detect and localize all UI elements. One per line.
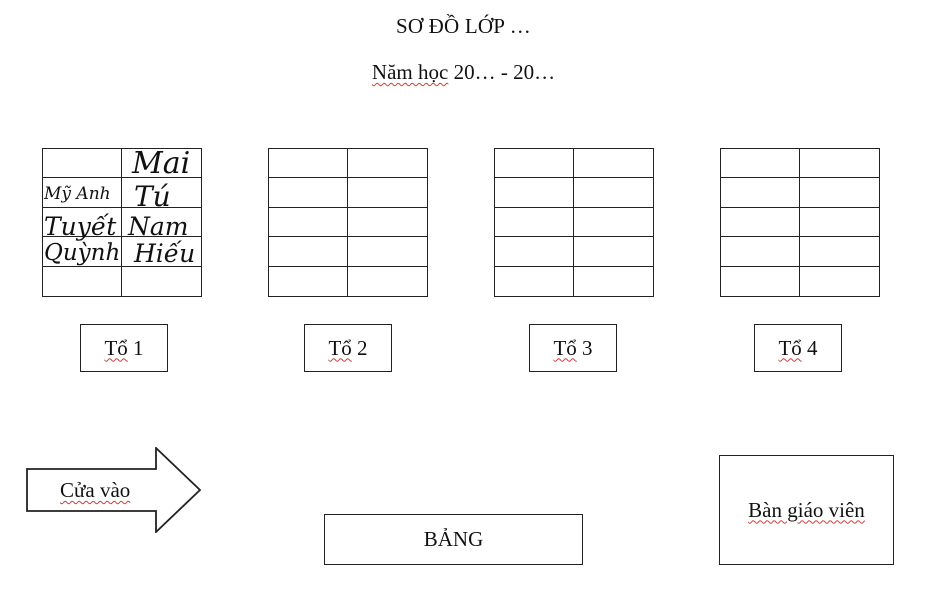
entrance-arrow-icon	[26, 447, 202, 533]
teacher-desk-label: Bàn giáo viên	[748, 497, 865, 522]
student-name: Mai	[132, 146, 191, 182]
student-name: Mỹ Anh	[44, 183, 111, 204]
seat	[800, 267, 879, 296]
group-label-word: Tổ	[553, 335, 577, 360]
student-name: Tuyết	[44, 212, 117, 242]
seat	[800, 208, 879, 238]
seat: Nam	[122, 208, 201, 242]
board-label: BẢNG	[423, 527, 484, 551]
seat	[348, 208, 427, 238]
seat	[800, 149, 879, 179]
seat	[574, 267, 653, 296]
seat	[43, 266, 122, 296]
group-1-seating-grid: Mai Mỹ Anh Tú Tuyết Nam Quỳnh Hiếu	[42, 148, 202, 297]
entrance-label: Cửa vào	[60, 478, 131, 502]
group-4-seating-grid	[720, 148, 880, 297]
group-label-number: 2	[351, 335, 368, 360]
seat	[269, 207, 348, 238]
seat	[800, 237, 879, 267]
seat	[495, 149, 574, 179]
group-2-seating-grid	[268, 148, 428, 297]
group-label-word: Tổ	[778, 335, 802, 360]
page-title: SƠ ĐỒ LỚP …	[395, 14, 532, 38]
group-label-number: 1	[127, 335, 144, 360]
school-year-label: Năm học	[371, 60, 449, 84]
student-name: Hiếu	[134, 238, 196, 268]
group-2-label: Tổ 2	[304, 324, 392, 372]
group-4-label: Tổ 4	[754, 324, 842, 372]
seat	[800, 178, 879, 208]
seat	[721, 149, 800, 179]
seat	[721, 178, 800, 208]
seat	[43, 149, 122, 179]
board: BẢNG	[324, 514, 583, 565]
seat	[348, 267, 427, 296]
seat	[269, 266, 348, 296]
seat	[495, 266, 574, 296]
seat	[269, 237, 348, 267]
seat	[348, 149, 427, 179]
seat	[348, 178, 427, 208]
group-label-number: 3	[576, 335, 593, 360]
student-name: Tú	[134, 179, 171, 213]
group-label-number: 4	[801, 335, 818, 360]
group-3-seating-grid	[494, 148, 654, 297]
seat	[574, 208, 653, 238]
group-1-label: Tổ 1	[80, 324, 168, 372]
group-3-label: Tổ 3	[529, 324, 617, 372]
seat: Tú	[122, 178, 201, 210]
seat	[574, 178, 653, 208]
seat	[269, 178, 348, 208]
seat	[495, 178, 574, 208]
seat	[269, 149, 348, 179]
seat	[721, 207, 800, 238]
seat	[495, 207, 574, 238]
student-name: Quỳnh	[44, 239, 121, 266]
seat	[495, 237, 574, 267]
school-year-range: 20… - 20…	[448, 60, 556, 84]
school-year: Năm học 20… - 20…	[0, 60, 927, 85]
student-name: Nam	[128, 212, 189, 242]
seat: Hiếu	[122, 237, 201, 268]
seat	[348, 237, 427, 267]
seat: Mai	[122, 146, 201, 182]
group-label-word: Tổ	[104, 335, 128, 360]
seat	[721, 237, 800, 267]
seat: Tuyết	[43, 207, 122, 242]
seat	[721, 266, 800, 296]
seat: Quỳnh	[43, 237, 122, 267]
seat: Mỹ Anh	[43, 178, 122, 208]
seat	[574, 237, 653, 267]
seat	[122, 267, 201, 296]
group-label-word: Tổ	[328, 335, 352, 360]
teacher-desk: Bàn giáo viên	[719, 455, 894, 565]
seat	[574, 149, 653, 179]
